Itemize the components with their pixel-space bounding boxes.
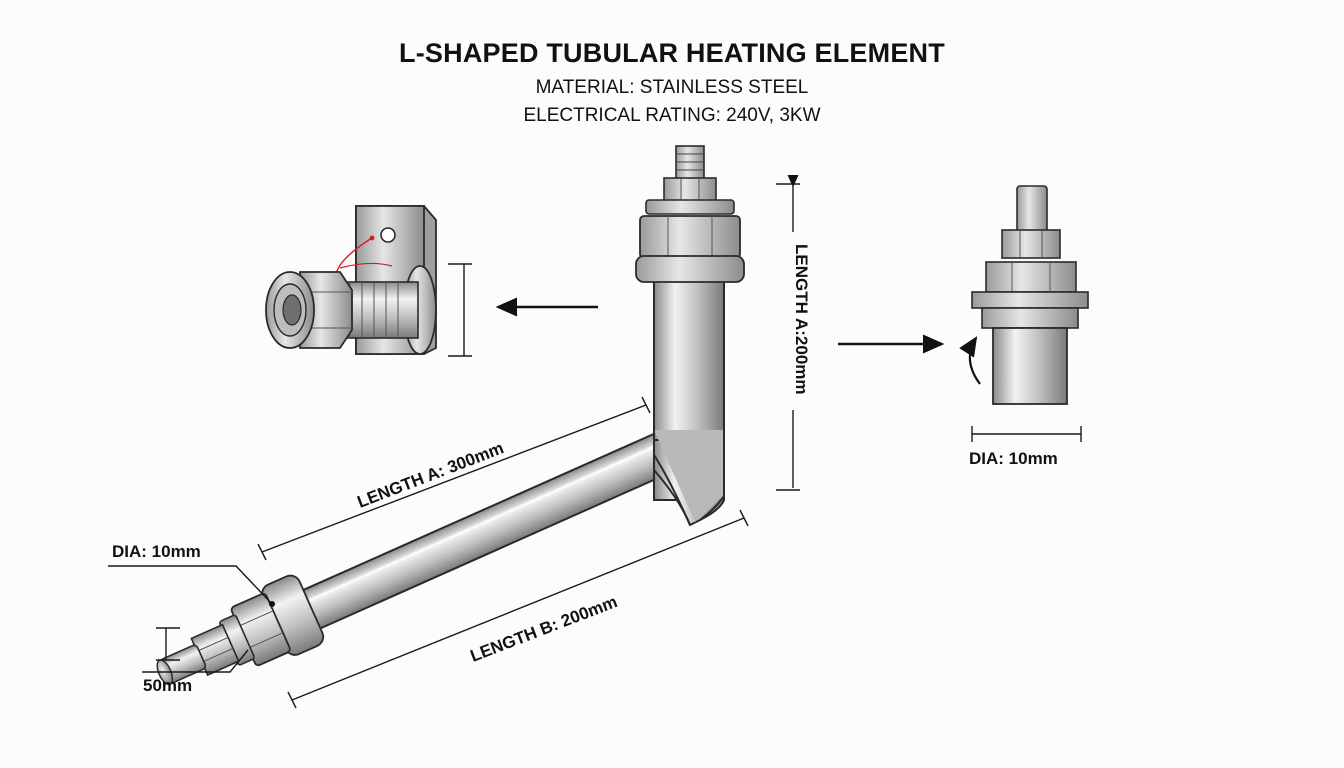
page-title: L-SHAPED TUBULAR HEATING ELEMENT [399, 38, 945, 68]
length-a-vertical-label: LENGTH A:200mm [792, 244, 811, 395]
electrical-rating-spec: ELECTRICAL RATING: 240V, 3KW [523, 105, 821, 126]
material-spec: MATERIAL: STAINLESS STEEL [535, 77, 809, 98]
dim-terminal-length: 50mm [142, 627, 249, 695]
right-detail-terminal: DIA: 10mm [959, 185, 1089, 468]
bottom-terminal [156, 574, 325, 686]
length-a-horizontal-label: LENGTH A: 300mm [355, 438, 507, 511]
left-detail-bracket-terminal [265, 205, 472, 357]
dim-length-a-vertical: LENGTH A:200mm [776, 174, 811, 491]
dia-main-label: DIA: 10mm [112, 542, 201, 561]
dim-dia-main: DIA: 10mm [108, 542, 275, 607]
dia-detail-label: DIA: 10mm [969, 449, 1058, 468]
l-shaped-element [156, 145, 745, 686]
top-terminal [635, 145, 745, 283]
length-b-label: LENGTH B: 200mm [468, 592, 620, 666]
terminal-length-label: 50mm [143, 676, 192, 695]
